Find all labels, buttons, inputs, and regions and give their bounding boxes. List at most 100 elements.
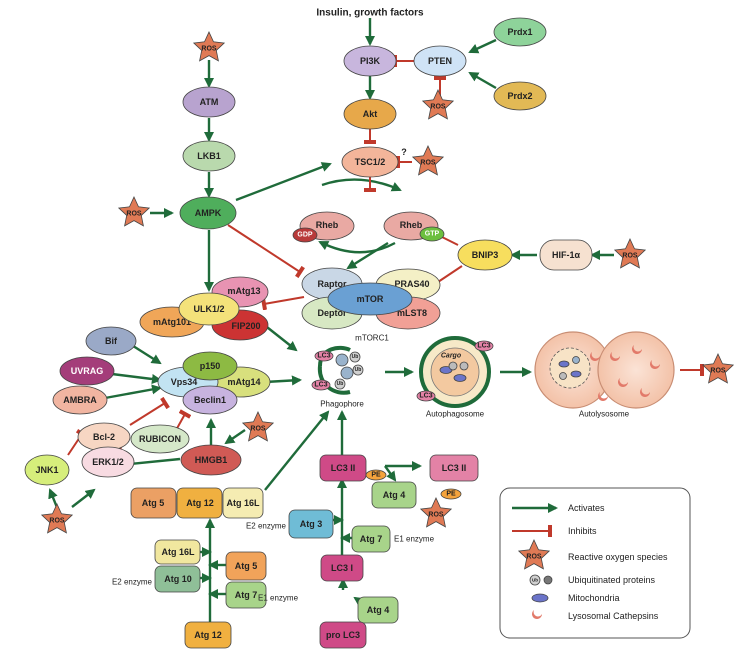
ros-star: ROS <box>421 89 455 120</box>
node-ampk: AMPK <box>179 196 237 230</box>
svg-text:LC3 II: LC3 II <box>331 463 356 473</box>
node-mtorc1-complex: Raptor PRAS40 Deptor mLST8 mTOR mTORC1 <box>301 267 441 343</box>
legend-item-inhibits: Inhibits <box>512 525 597 537</box>
svg-text:Atg 7: Atg 7 <box>360 534 383 544</box>
svg-text:JNK1: JNK1 <box>35 465 58 475</box>
autophagosome-label: Autophagosome <box>426 410 485 419</box>
svg-text:FIP200: FIP200 <box>231 321 260 331</box>
svg-text:ROS: ROS <box>622 253 638 260</box>
mtorc1-label: mTORC1 <box>355 334 389 343</box>
svg-text:Reactive oxygen species: Reactive oxygen species <box>568 552 668 562</box>
question-mark: ? <box>401 147 407 157</box>
svg-text:HMGB1: HMGB1 <box>195 455 228 465</box>
node-prdx2: Prdx2 <box>493 81 547 111</box>
svg-text:Ub: Ub <box>352 354 359 360</box>
svg-text:PI3K: PI3K <box>360 56 381 66</box>
autolysosome-label: Autolysosome <box>579 410 630 419</box>
svg-text:LC3 II: LC3 II <box>442 463 467 473</box>
svg-text:Rheb: Rheb <box>316 220 339 230</box>
svg-text:ATM: ATM <box>200 97 219 107</box>
node-lc3ii: LC3 II PE <box>319 454 387 482</box>
svg-text:Ubiquitinated proteins: Ubiquitinated proteins <box>568 575 656 585</box>
svg-text:pro LC3: pro LC3 <box>326 630 360 640</box>
svg-text:GDP: GDP <box>297 232 313 239</box>
svg-text:UVRAG: UVRAG <box>71 366 104 376</box>
node-pi3k: PI3K <box>343 45 397 77</box>
svg-text:BNIP3: BNIP3 <box>472 250 499 260</box>
svg-text:Atg 5: Atg 5 <box>235 561 258 571</box>
svg-text:LKB1: LKB1 <box>197 151 221 161</box>
svg-text:LC3: LC3 <box>314 382 327 389</box>
svg-text:Atg 7: Atg 7 <box>235 590 258 600</box>
svg-text:Ub: Ub <box>355 367 362 373</box>
node-lkb1: LKB1 <box>182 140 236 172</box>
svg-text:PRAS40: PRAS40 <box>394 279 429 289</box>
svg-text:Cargo: Cargo <box>441 353 462 360</box>
svg-text:TSC1/2: TSC1/2 <box>355 157 386 167</box>
svg-text:Lysosomal Cathepsins: Lysosomal Cathepsins <box>568 611 659 621</box>
node-rheb-gtp: Rheb GTP <box>383 211 445 242</box>
svg-text:Atg 4: Atg 4 <box>367 605 390 615</box>
node-rubicon: RUBICON <box>130 424 190 454</box>
svg-text:RUBICON: RUBICON <box>139 434 181 444</box>
svg-text:Raptor: Raptor <box>318 279 347 289</box>
svg-text:Atg 16L: Atg 16L <box>161 547 195 557</box>
svg-text:Ub: Ub <box>337 381 344 387</box>
node-prdx1: Prdx1 <box>493 17 547 47</box>
node-atg16l: Atg 16L <box>154 539 201 565</box>
svg-text:mAtg13: mAtg13 <box>227 286 260 296</box>
svg-text:Activates: Activates <box>568 503 605 513</box>
node-atg12: Atg 12 <box>184 621 232 649</box>
svg-text:ROS: ROS <box>428 512 444 519</box>
ros-star: ROS <box>40 503 74 534</box>
node-pten: PTEN <box>413 45 467 77</box>
svg-text:Atg 12: Atg 12 <box>186 498 214 508</box>
svg-text:ROS: ROS <box>710 368 726 375</box>
svg-text:mAtg14: mAtg14 <box>227 377 260 387</box>
svg-text:Rheb: Rheb <box>400 220 423 230</box>
svg-text:Inhibits: Inhibits <box>568 526 597 536</box>
svg-text:LC3: LC3 <box>317 353 330 360</box>
svg-text:Prdx1: Prdx1 <box>507 27 532 37</box>
node-uvrag: UVRAG <box>59 356 115 386</box>
svg-text:ROS: ROS <box>201 46 217 53</box>
svg-text:ROS: ROS <box>526 554 542 561</box>
node-prolc3: pro LC3 <box>319 621 367 649</box>
node-bif: Bif <box>85 326 137 356</box>
node-tsc12: TSC1/2 <box>341 146 399 178</box>
svg-text:ROS: ROS <box>430 104 446 111</box>
node-bnip3: BNIP3 <box>457 239 513 271</box>
phagophore-label: Phagophore <box>320 400 364 409</box>
ros-star: ROS <box>419 497 453 528</box>
svg-text:mTOR: mTOR <box>357 294 384 304</box>
ros-star: ROS <box>192 31 226 62</box>
svg-text:ULK1/2: ULK1/2 <box>193 304 224 314</box>
node-erk12: ERK1/2 <box>81 446 135 478</box>
svg-text:GTP: GTP <box>425 231 440 238</box>
node-atg4-upper: Atg 4 <box>371 481 417 509</box>
svg-text:Bcl-2: Bcl-2 <box>93 432 115 442</box>
svg-text:ROS: ROS <box>126 211 142 218</box>
node-jnk1: JNK1 <box>24 454 70 486</box>
svg-text:Atg 10: Atg 10 <box>164 574 192 584</box>
ros-star: ROS <box>117 196 151 227</box>
legend: Activates Inhibits ROS Reactive oxygen s… <box>499 487 691 639</box>
ros-star: ROS <box>613 238 647 269</box>
node-atg3: Atg 3 <box>288 509 334 539</box>
ros-star: ROS <box>701 353 735 384</box>
e1-enzyme-caption-lc3: E1 enzyme <box>394 535 435 544</box>
svg-text:LC3: LC3 <box>477 343 490 350</box>
svg-text:Atg 12: Atg 12 <box>194 630 222 640</box>
phagophore: LC3 LC3 Ub Ub Ub Phagophore <box>311 345 364 409</box>
node-rheb-gdp: Rheb GDP <box>292 211 355 243</box>
node-hmgb1: HMGB1 <box>180 444 242 476</box>
svg-text:mLST8: mLST8 <box>397 308 427 318</box>
svg-text:Atg 5: Atg 5 <box>142 498 165 508</box>
node-ambra: AMBRA <box>52 385 108 415</box>
svg-text:Bif: Bif <box>105 336 118 346</box>
node-atg4-lower: Atg 4 <box>357 596 399 624</box>
ros-star: ROS <box>411 145 445 176</box>
legend-item-ubiquitinated: Ub Ubiquitinated proteins <box>529 574 656 586</box>
node-atg7-lc3: Atg 7 <box>351 525 391 553</box>
